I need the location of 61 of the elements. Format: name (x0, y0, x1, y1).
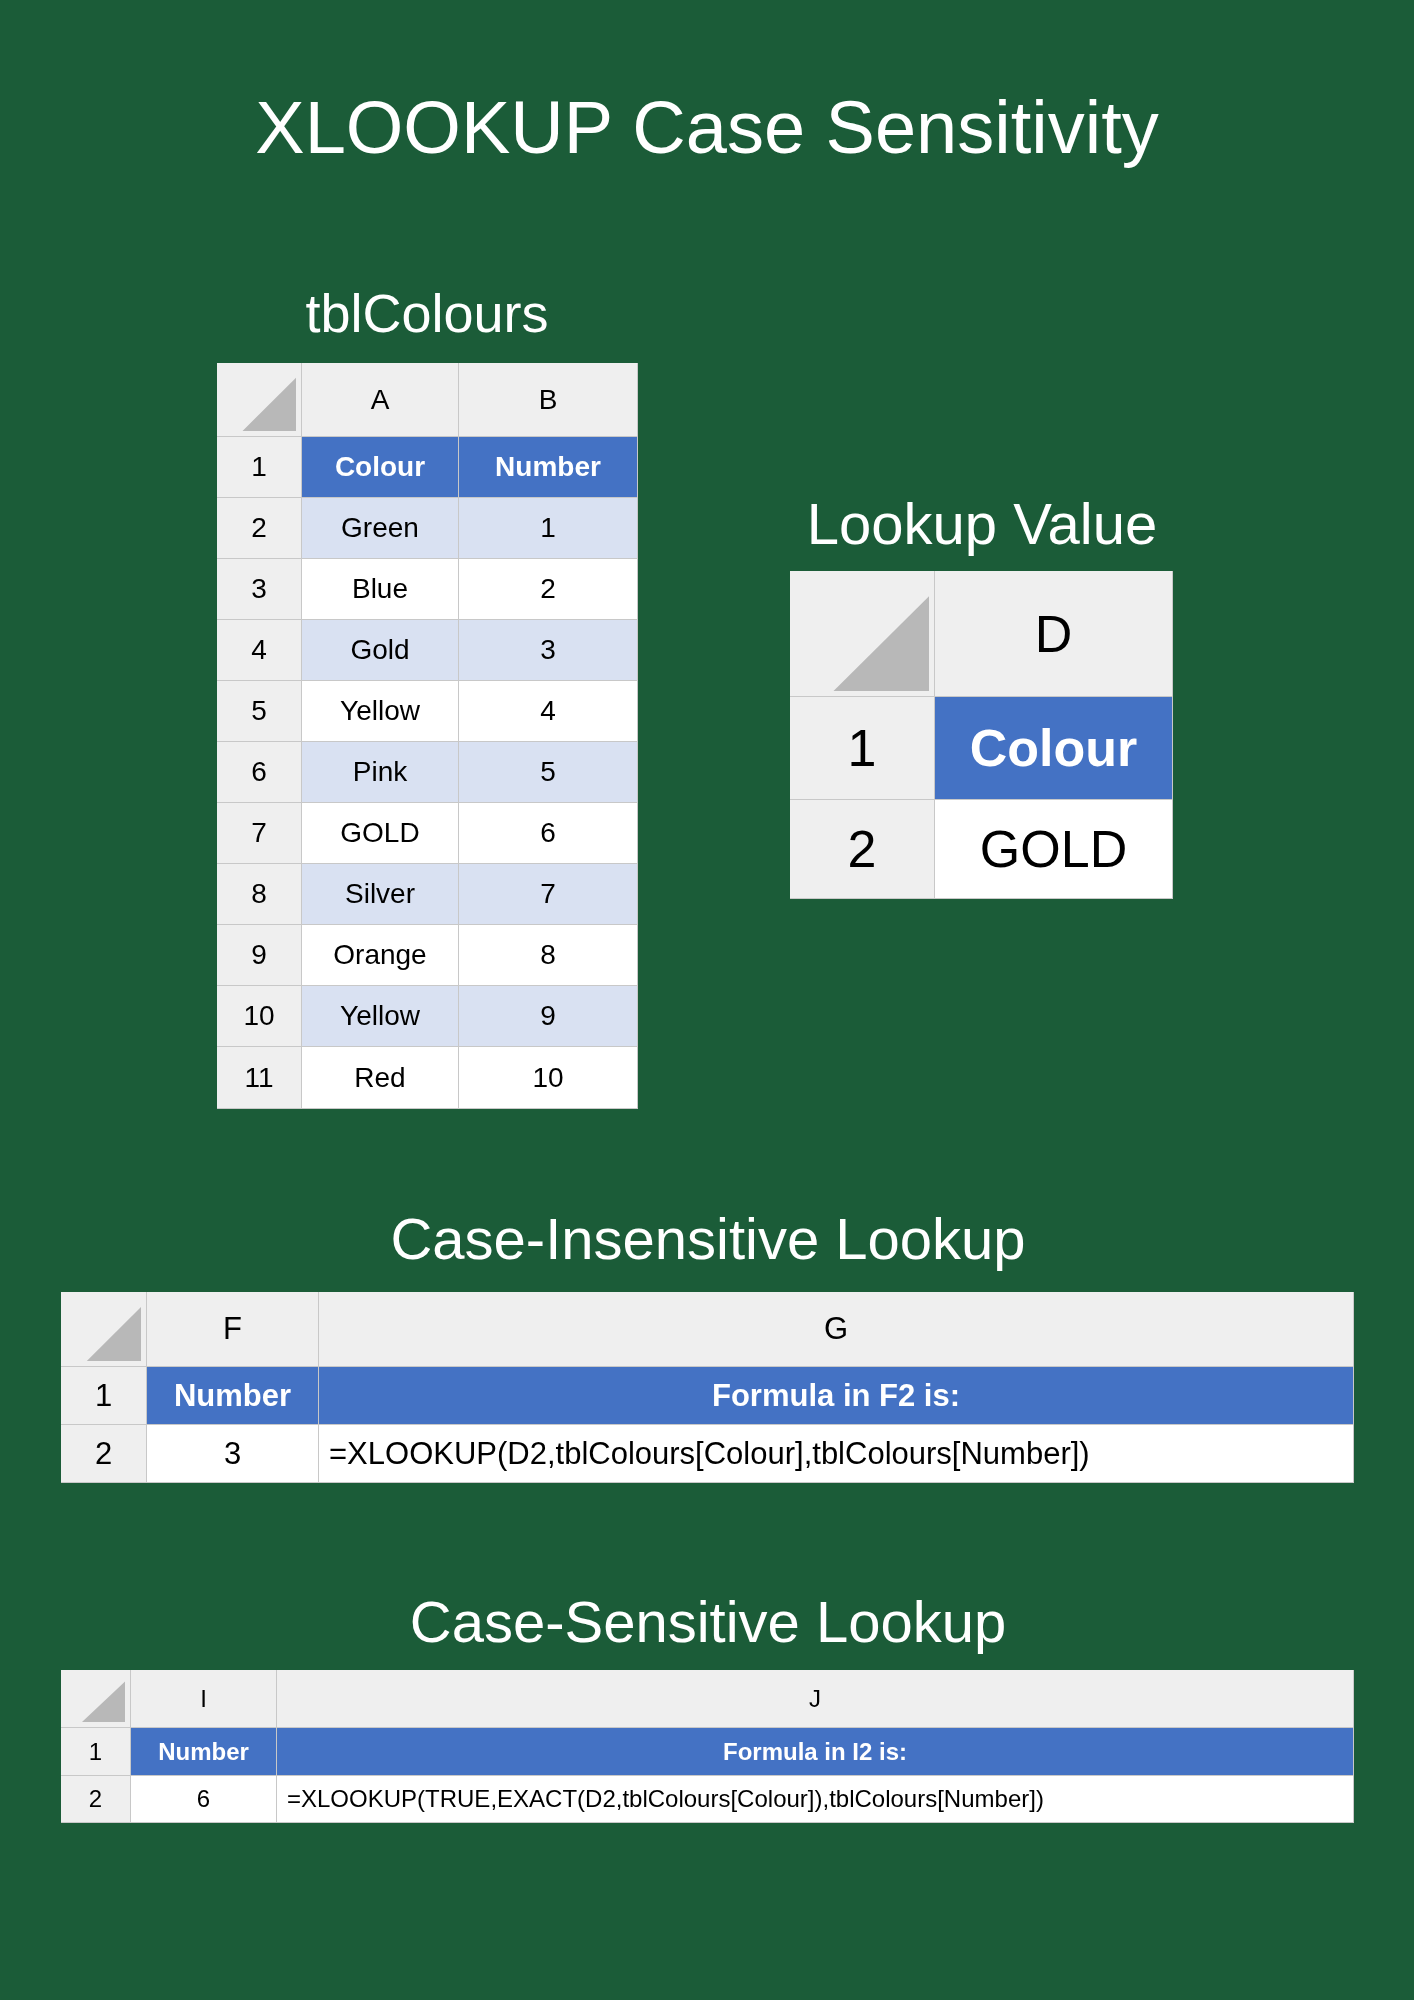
table-cell: Yellow (302, 986, 459, 1047)
column-header: A (302, 363, 459, 437)
table-cell: 5 (459, 742, 638, 803)
row-number: 11 (217, 1047, 302, 1109)
table-heading: tblColours (304, 282, 550, 344)
table-cell: 2 (459, 559, 638, 620)
row-number: 2 (61, 1425, 147, 1483)
header-cell: Number (459, 437, 638, 498)
column-header: J (277, 1670, 1354, 1728)
table-cell: 3 (147, 1425, 319, 1483)
table-cell: 7 (459, 864, 638, 925)
table-heading: Case-Sensitive Lookup (408, 1588, 1008, 1655)
table-cell: 9 (459, 986, 638, 1047)
row-number: 8 (217, 864, 302, 925)
table-cell: 4 (459, 681, 638, 742)
table-cell: 1 (459, 498, 638, 559)
row-number: 1 (217, 437, 302, 498)
table-cell: GOLD (302, 803, 459, 864)
header-cell: Colour (935, 697, 1173, 800)
table-cell: Pink (302, 742, 459, 803)
table-cell: Gold (302, 620, 459, 681)
table-cell: GOLD (935, 800, 1173, 899)
header-cell: Formula in I2 is: (277, 1728, 1354, 1776)
table-cell: 6 (131, 1776, 277, 1823)
column-header: G (319, 1292, 1354, 1367)
row-number: 9 (217, 925, 302, 986)
table-cell: 8 (459, 925, 638, 986)
row-number: 2 (217, 498, 302, 559)
header-cell: Number (147, 1367, 319, 1425)
table-cell: Silver (302, 864, 459, 925)
column-header: I (131, 1670, 277, 1728)
row-number: 10 (217, 986, 302, 1047)
header-cell: Formula in F2 is: (319, 1367, 1354, 1425)
table-cell: Orange (302, 925, 459, 986)
table-heading: Case-Insensitive Lookup (389, 1205, 1027, 1272)
header-cell: Colour (302, 437, 459, 498)
row-number: 5 (217, 681, 302, 742)
table-cell: 10 (459, 1047, 638, 1109)
row-number: 1 (61, 1728, 131, 1776)
table-heading: Lookup Value (805, 490, 1159, 557)
table-cell: =XLOOKUP(TRUE,EXACT(D2,tblColours[Colour]),tblColours[Number]) (277, 1776, 1354, 1823)
table-cell: 3 (459, 620, 638, 681)
row-number: 4 (217, 620, 302, 681)
row-number: 3 (217, 559, 302, 620)
table-cell: 6 (459, 803, 638, 864)
table-cell: =XLOOKUP(D2,tblColours[Colour],tblColours[Number]) (319, 1425, 1354, 1483)
row-number: 2 (61, 1776, 131, 1823)
table-cell: Blue (302, 559, 459, 620)
column-header: F (147, 1292, 319, 1367)
title: XLOOKUP Case Sensitivity (254, 85, 1160, 170)
column-header: D (935, 571, 1173, 697)
table-cell: Red (302, 1047, 459, 1109)
column-header: B (459, 363, 638, 437)
table-cell: Yellow (302, 681, 459, 742)
row-number: 2 (790, 800, 935, 899)
row-number: 1 (61, 1367, 147, 1425)
row-number: 7 (217, 803, 302, 864)
row-number: 6 (217, 742, 302, 803)
table-cell: Green (302, 498, 459, 559)
row-number: 1 (790, 697, 935, 800)
header-cell: Number (131, 1728, 277, 1776)
